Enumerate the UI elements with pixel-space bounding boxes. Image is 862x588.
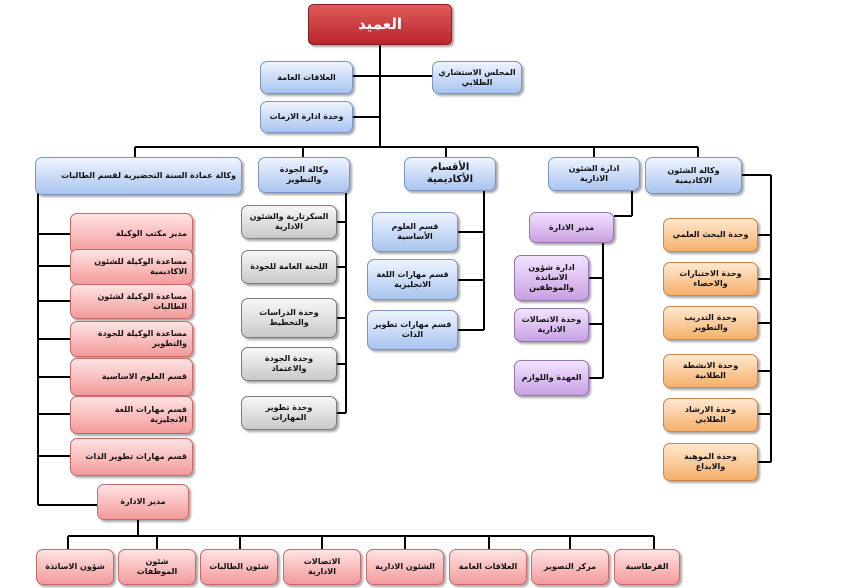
academic-agency-item-label: وحدة التدريب والتطوير — [684, 313, 737, 332]
quality-item-label: وحدة تطوير المهارات — [265, 403, 313, 422]
academic-agency-item: وحدة الانشطة الطلابية — [663, 354, 758, 388]
academic-agency-box: وكالة الشئون الاكاديمية — [645, 157, 742, 194]
prep-item-label: مساعدة الوكيلة لشئون الطالبات — [97, 291, 187, 311]
admin-manager-box: مدير الادارة — [97, 484, 189, 520]
prep-item-label: مساعدة الوكيلة للجودة والتطوير — [97, 329, 187, 348]
bottom-item-label: شؤون الاساتذة — [45, 562, 105, 571]
academic-agency-label: وكالة الشئون الاكاديمية — [667, 165, 720, 185]
admin-affairs-label: ادارة الشئون الادارية — [568, 164, 620, 183]
admin-affairs-manager-box: مدير الادارة — [529, 212, 614, 243]
admin-affairs-item-label: ادارة شؤون الاساتذة والموظفين — [528, 263, 575, 292]
academic-agency-item-label: وحدة الاختبارات والاحصاء — [679, 269, 742, 288]
bottom-item: شؤون الاساتذة — [36, 549, 114, 585]
academic-dept-item-label: قسم مهارات اللغة الانجليزية — [376, 269, 449, 289]
bottom-item-label: شئون الطالبات — [209, 562, 269, 571]
academic-agency-item: وحدة الارشاد الطلابي — [663, 398, 758, 432]
bottom-item: القرطاسية — [614, 549, 680, 585]
bottom-item: الاتصالات الادارية — [283, 549, 361, 585]
admin-affairs-item: العهدة واللوازم — [514, 360, 589, 396]
quality-agency-box: وكالة الجودة والتطوير — [258, 157, 350, 193]
bottom-item-label: العلاقات العامة — [458, 562, 518, 571]
prep-item-label: مدير مكتب الوكيلة — [115, 229, 187, 238]
academic-agency-item: وحدة التدريب والتطوير — [663, 306, 758, 340]
prep-item: مساعدة الوكيلة للشئون الاكاديمية — [70, 249, 193, 285]
bottom-item-label: شئون الموظفات — [136, 557, 178, 576]
prep-item-label: مساعدة الوكيلة للشئون الاكاديمية — [94, 257, 187, 276]
council-label: المجلس الاستشاري الطلابي — [438, 67, 516, 87]
admin-affairs-manager-label: مدير الادارة — [548, 222, 595, 232]
academic-agency-item-label: وحدة الموهبة والابداع — [684, 452, 737, 471]
crisis-unit-box: وحدة ادارة الازمات — [260, 101, 353, 133]
prep-item-label: قسم العلوم الاساسية — [101, 372, 187, 381]
academic-agency-item: وحدة الاختبارات والاحصاء — [663, 262, 758, 296]
academic-dept-item: قسم مهارات تطوير الذات — [367, 310, 458, 350]
quality-item: اللجنة العامة للجودة — [241, 250, 337, 284]
academic-agency-item-label: وحدة البحث العلمي — [672, 230, 749, 239]
bottom-item-label: مركز التصوير — [543, 562, 597, 571]
quality-item: السكرتارية والشئون الادارية — [241, 205, 337, 239]
prep-item: مساعدة الوكيلة لشئون الطالبات — [70, 284, 193, 319]
academic-dept-item: قسم العلوم الأساسية — [372, 212, 458, 252]
quality-item: وحدة الدراسات والتخطيط — [241, 298, 337, 338]
prep-item: مساعدة الوكيلة للجودة والتطوير — [70, 321, 193, 357]
academic-depts-box: الأقسام الأكاديمية — [404, 157, 496, 191]
bottom-item: مركز التصوير — [531, 549, 609, 585]
academic-dept-item-label: قسم مهارات تطوير الذات — [373, 320, 452, 339]
bottom-item: شئون الموظفات — [118, 549, 196, 585]
council-box: المجلس الاستشاري الطلابي — [432, 61, 522, 94]
bottom-item: شئون الطالبات — [200, 549, 278, 585]
academic-agency-item-label: وحدة الارشاد الطلابي — [684, 405, 737, 424]
academic-depts-label: الأقسام الأكاديمية — [426, 161, 474, 186]
academic-agency-item: وحدة البحث العلمي — [663, 218, 758, 252]
prep-item: مدير مكتب الوكيلة — [70, 213, 193, 255]
academic-agency-item-label: وحدة الانشطة الطلابية — [682, 361, 739, 380]
academic-agency-item: وحدة الموهبة والابداع — [663, 443, 758, 481]
admin-affairs-box: ادارة الشئون الادارية — [548, 157, 640, 191]
prep-item: قسم مهارات تطوير الذات — [70, 438, 193, 476]
bottom-item-label: الاتصالات الادارية — [303, 557, 341, 576]
bottom-item: الشئون الادارية — [366, 549, 444, 585]
prep-item: قسم مهارات اللغة الانجليزية — [70, 396, 193, 434]
bottom-item-label: القرطاسية — [625, 562, 669, 571]
dean-box: العميد — [308, 4, 452, 45]
admin-affairs-item-label: وحدة الاتصالات الادارية — [521, 315, 582, 334]
quality-agency-label: وكالة الجودة والتطوير — [279, 165, 329, 184]
quality-item-label: اللجنة العامة للجودة — [250, 262, 328, 271]
admin-manager-label: مدير الادارة — [120, 497, 166, 506]
prep-agency-box: وكالة عمادة السنة التحضيرية لقسم الطالبا… — [35, 157, 242, 195]
prep-item: قسم العلوم الاساسية — [70, 358, 193, 396]
admin-affairs-item: وحدة الاتصالات الادارية — [514, 308, 589, 342]
quality-item: وحدة تطوير المهارات — [241, 396, 337, 430]
admin-affairs-item: ادارة شؤون الاساتذة والموظفين — [514, 255, 589, 301]
quality-item-label: السكرتارية والشئون الادارية — [249, 212, 329, 231]
prep-agency-label: وكالة عمادة السنة التحضيرية لقسم الطالبا… — [61, 171, 236, 180]
crisis-unit-label: وحدة ادارة الازمات — [269, 112, 344, 121]
admin-affairs-item-label: العهدة واللوازم — [521, 373, 582, 382]
quality-item: وحدة الجودة والاعتماد — [241, 347, 337, 381]
academic-dept-item: قسم مهارات اللغة الانجليزية — [367, 259, 458, 300]
prep-item-label: قسم مهارات اللغة الانجليزية — [114, 405, 187, 424]
dean-label: العميد — [357, 15, 403, 34]
quality-item-label: وحدة الجودة والاعتماد — [264, 354, 314, 373]
bottom-item-label: الشئون الادارية — [375, 562, 435, 571]
prep-item-label: قسم مهارات تطوير الذات — [85, 452, 187, 461]
bottom-item: العلاقات العامة — [449, 549, 527, 585]
quality-item-label: وحدة الدراسات والتخطيط — [259, 308, 319, 327]
academic-dept-item-label: قسم العلوم الأساسية — [391, 222, 439, 241]
public-relations-box: العلاقات العامة — [260, 61, 353, 94]
public-relations-label: العلاقات العامة — [277, 72, 336, 82]
